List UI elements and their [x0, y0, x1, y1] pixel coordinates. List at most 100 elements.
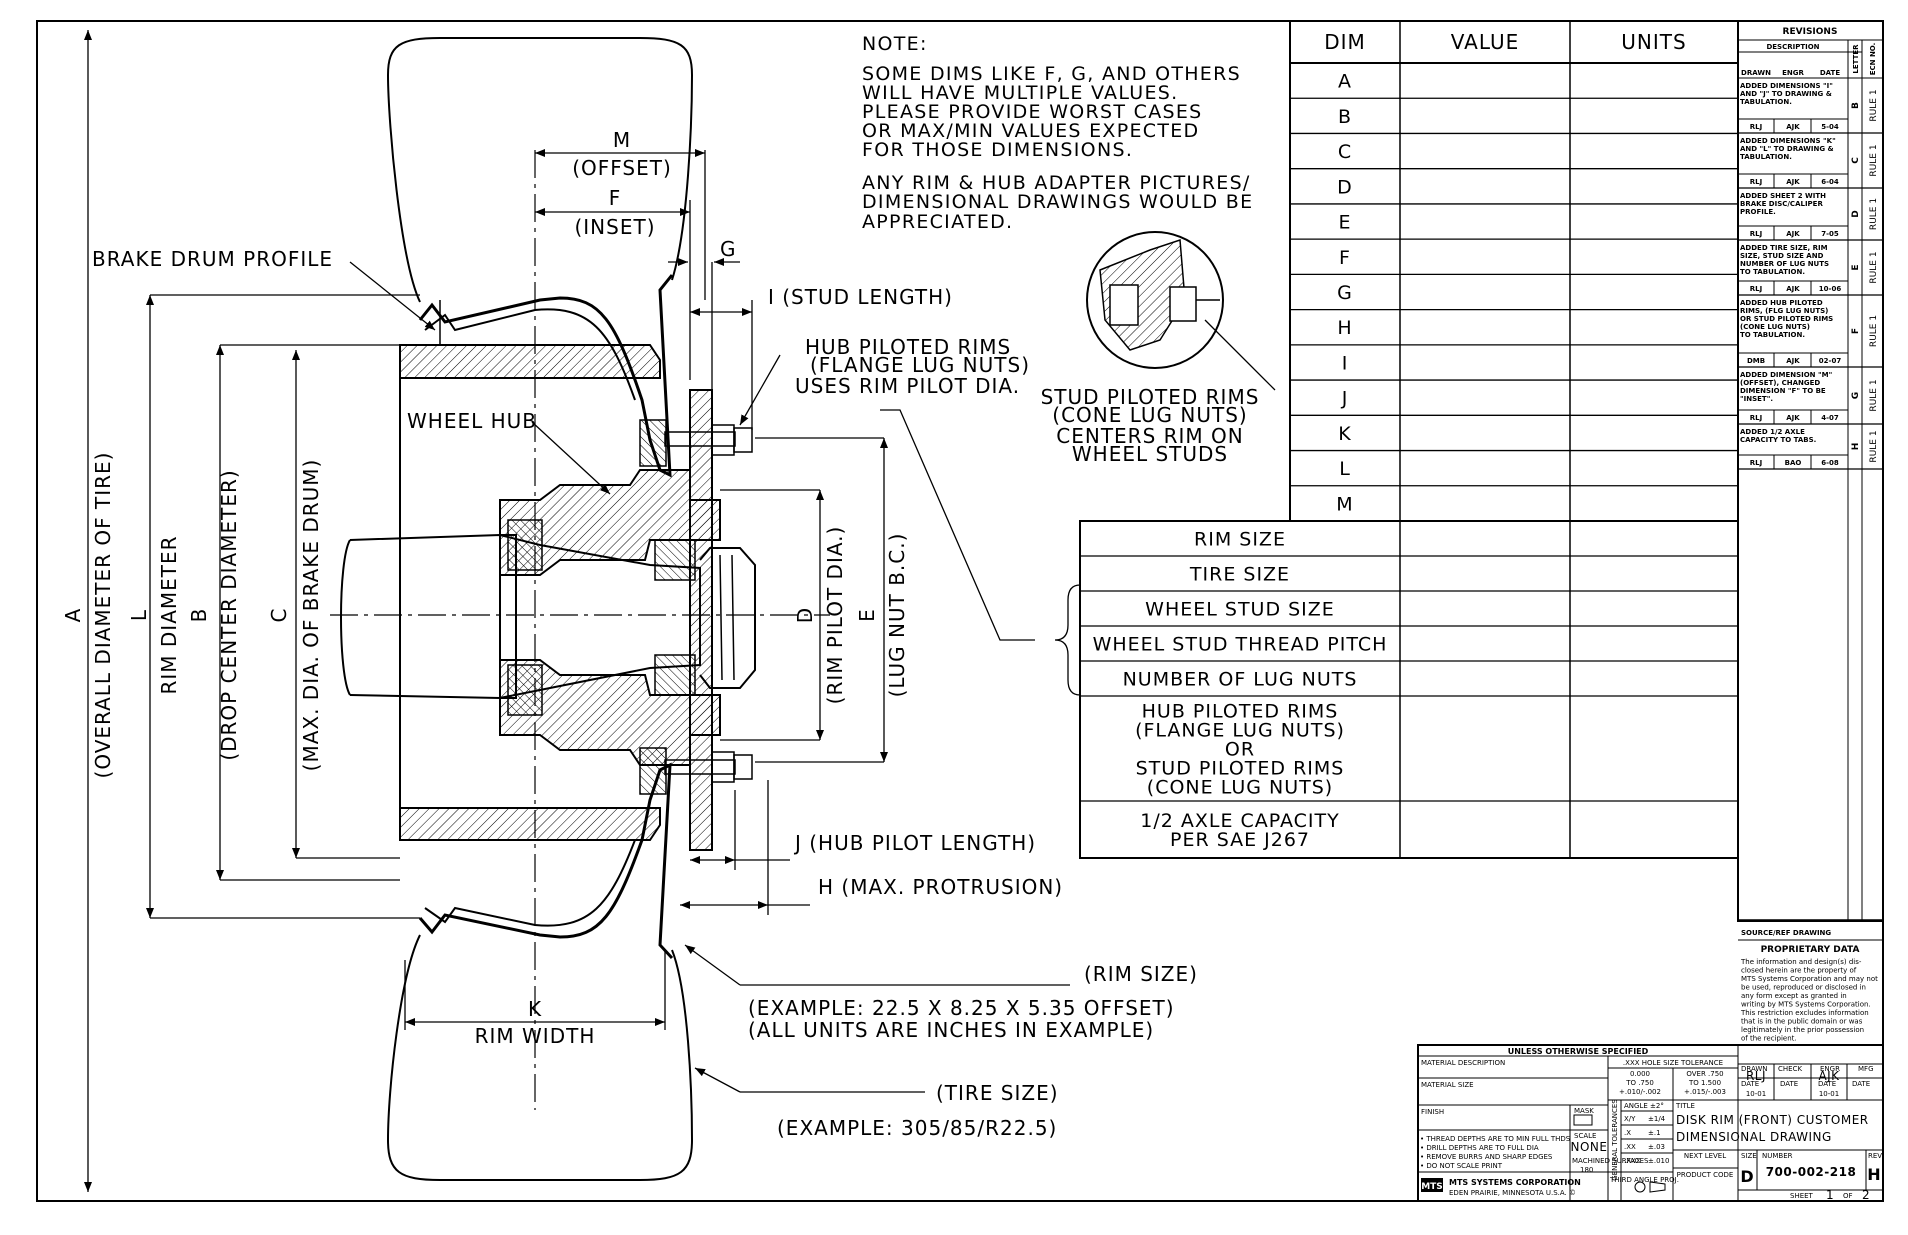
dim-label-l: L [127, 609, 151, 621]
scale-value: NONE [1571, 1140, 1608, 1154]
wheel-hub-label: WHEEL HUB [407, 409, 537, 433]
proprietary-line: of the recipient. [1741, 1035, 1797, 1043]
dimension-lines [84, 30, 1081, 1192]
spec-row-label: OR [1225, 739, 1255, 761]
spec-row-label: WHEEL STUD THREAD PITCH [1093, 634, 1388, 656]
revision-description: ADDED TIRE SIZE, RIM [1740, 244, 1828, 252]
revisions-date: DATE [1820, 69, 1840, 77]
drawn-label: DRAWN [1741, 1065, 1768, 1073]
engr-value: AJK [1818, 1069, 1840, 1083]
material-description-label: MATERIAL DESCRIPTION [1421, 1059, 1505, 1067]
revision-date: 4-07 [1821, 414, 1839, 422]
dim-label-b: B [187, 608, 211, 623]
spec-row-label: PER SAE J267 [1170, 829, 1310, 851]
product-code-label: PRODUCT CODE [1677, 1171, 1734, 1179]
stud-piloted-label-4: WHEEL STUDS [1072, 442, 1228, 466]
revision-drawn: RLJ [1750, 123, 1762, 131]
stud-length-label: I (STUD LENGTH) [768, 285, 953, 309]
revision-date: 5-04 [1821, 123, 1839, 131]
hub-pilot-length-label: J (HUB PILOT LENGTH) [793, 831, 1036, 855]
proprietary-line: writing by MTS Systems Corporation. [1741, 1001, 1871, 1009]
revision-letter: F [1851, 328, 1861, 334]
revision-description: CAPACITY TO TABS. [1740, 436, 1816, 444]
revision-drawn: RLJ [1750, 285, 1762, 293]
revision-letter: B [1851, 102, 1861, 109]
tb-note-4: • DO NOT SCALE PRINT [1420, 1162, 1503, 1170]
number-label: NUMBER [1762, 1152, 1793, 1160]
title-label: TITLE [1675, 1102, 1695, 1110]
hub-piloted-label-2: (FLANGE LUG NUTS) [810, 353, 1030, 377]
company-location: EDEN PRAIRIE, MINNESOTA U.S.A. © [1449, 1189, 1576, 1197]
dim-label-c-desc: (MAX. DIA. OF BRAKE DRUM) [299, 459, 323, 772]
xxx-label: .XXX [1624, 1157, 1641, 1165]
revision-letter: C [1851, 157, 1861, 164]
axle-spindle [349, 533, 701, 700]
dim-row-label: I [1342, 352, 1349, 374]
revision-description: "INSET". [1740, 395, 1773, 403]
revision-letter: G [1851, 392, 1861, 399]
rim-units-label: (ALL UNITS ARE INCHES IN EXAMPLE) [748, 1018, 1154, 1042]
date-label-3: DATE [1818, 1080, 1836, 1088]
revision-engr: AJK [1786, 357, 1800, 365]
mts-logo: MTS [1421, 1182, 1443, 1192]
revision-date: 02-07 [1819, 357, 1842, 365]
revision-description: OR STUD PILOTED RIMS [1740, 315, 1833, 323]
drawn-value: RLJ [1746, 1069, 1766, 1083]
drawn-date: 10-01 [1746, 1090, 1766, 1098]
dim-label-c: C [267, 608, 291, 623]
revisions-ecn: ECN NO. [1869, 43, 1877, 76]
revision-date: 6-08 [1821, 459, 1839, 467]
title-block: UNLESS OTHERWISE SPECIFIED MATERIAL DESC… [1417, 1044, 1884, 1202]
tire-example-label: (EXAMPLE: 305/85/R22.5) [777, 1116, 1057, 1140]
rim-profile-lower [418, 762, 674, 960]
revisions-engr: ENGR [1782, 69, 1804, 77]
revision-ecn: RULE 1 [1869, 379, 1879, 411]
revision-drawn: RLJ [1750, 414, 1762, 422]
revision-description: ADDED HUB PILOTED [1740, 299, 1823, 307]
note-line-5: FOR THOSE DIMENSIONS. [862, 139, 1133, 161]
dim-label-m: M [613, 128, 631, 152]
revision-engr: BAO [1785, 459, 1802, 467]
revision-description: BRAKE DISC/CALIPER [1740, 200, 1823, 208]
spec-row-label: RIM SIZE [1194, 529, 1286, 551]
brake-drum-profile-label: BRAKE DRUM PROFILE [92, 247, 333, 271]
spec-row-label: TIRE SIZE [1189, 564, 1290, 586]
revision-ecn: RULE 1 [1869, 315, 1879, 347]
dim-row-label: F [1339, 247, 1351, 269]
max-protrusion-label: H (MAX. PROTRUSION) [818, 875, 1063, 899]
revision-drawn: DMB [1747, 357, 1765, 365]
tol-2c: +.015/-.003 [1684, 1088, 1726, 1096]
revision-ecn: RULE 1 [1869, 144, 1879, 176]
revision-engr: AJK [1786, 414, 1800, 422]
spec-row-label: HUB PILOTED RIMS [1142, 701, 1339, 723]
size-value: D [1740, 1167, 1753, 1186]
xx-tol: ±.03 [1648, 1143, 1665, 1151]
dim-label-e-desc: (LUG NUT B.C.) [885, 533, 909, 698]
rim-size-label: (RIM SIZE) [1084, 962, 1198, 986]
unless-specified: UNLESS OTHERWISE SPECIFIED [1508, 1047, 1649, 1056]
note-title: NOTE: [862, 33, 928, 55]
proprietary-line: This restriction excludes information [1740, 1009, 1869, 1017]
revision-drawn: RLJ [1750, 230, 1762, 238]
note-line-3: PLEASE PROVIDE WORST CASES [862, 101, 1203, 123]
revision-description: TABULATION. [1740, 153, 1792, 161]
dim-row-label: K [1338, 423, 1351, 445]
hole-tolerance-label: .XXX HOLE SIZE TOLERANCE [1623, 1059, 1723, 1067]
revision-ecn: RULE 1 [1869, 251, 1879, 283]
drawing-title-1: DISK RIM (FRONT) CUSTOMER [1676, 1113, 1869, 1127]
hub-piloted-label-1: HUB PILOTED RIMS [805, 335, 1011, 359]
dimension-labels: M (OFFSET) F (INSET) G BRAKE DRUM PROFIL… [61, 128, 1258, 1140]
wheel-hub [499, 469, 721, 576]
wheel-cross-section [330, 37, 830, 1181]
dim-header-units: UNITS [1621, 30, 1686, 54]
lower-stud [639, 747, 753, 795]
tol-2a: OVER .750 [1686, 1070, 1723, 1078]
revisions-description: DESCRIPTION [1766, 43, 1819, 51]
next-level-label: NEXT LEVEL [1684, 1152, 1726, 1160]
revision-description: ADDED SHEET 2 WITH [1740, 192, 1826, 200]
revision-letter: H [1851, 443, 1861, 451]
dim-row-label: A [1338, 71, 1352, 93]
machined-value: 180 [1580, 1166, 1593, 1174]
